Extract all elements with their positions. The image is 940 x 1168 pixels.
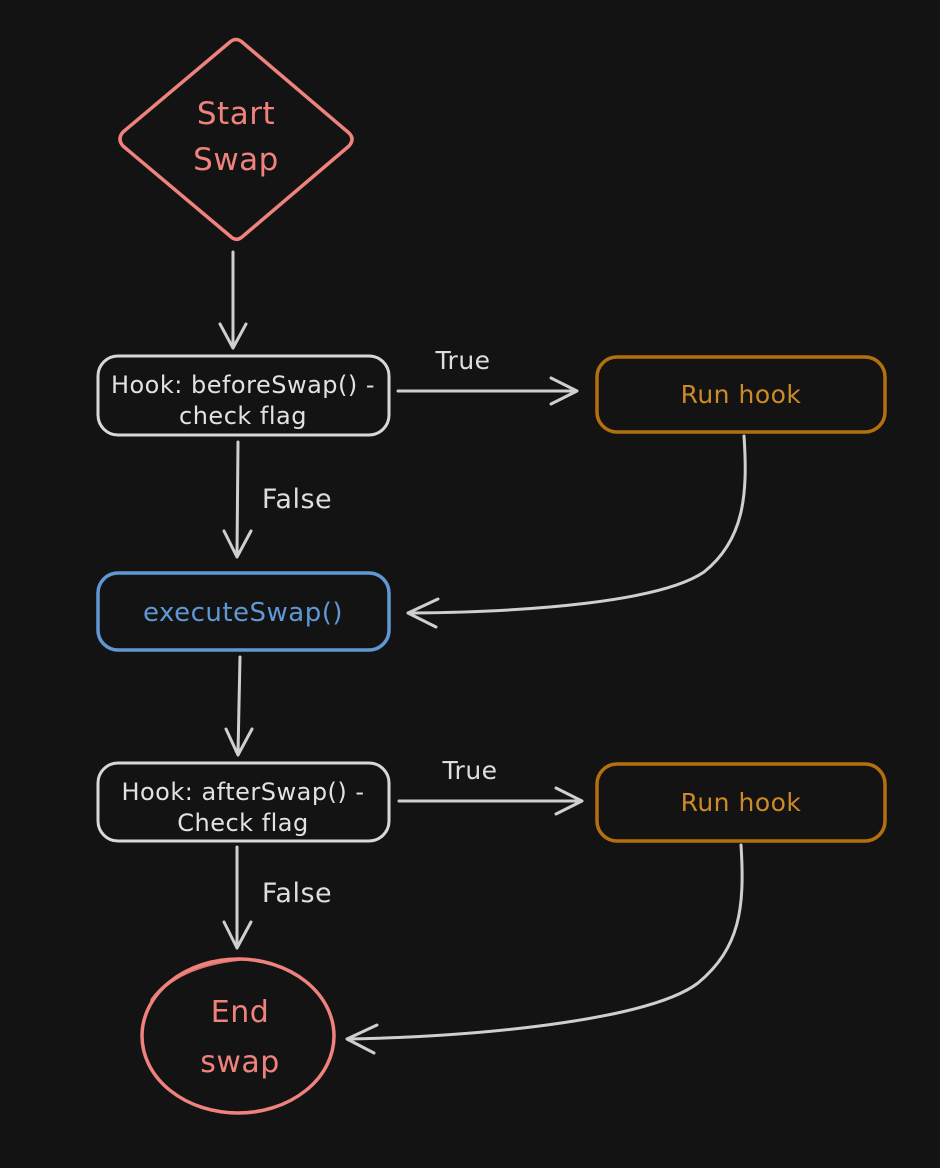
arrow-runhook1-to-execute[interactable] — [406, 434, 747, 629]
node-before-swap-hook[interactable]: Hook: beforeSwap() - check flag — [96, 354, 391, 437]
arrow-afterhook-to-runhook2[interactable] — [397, 786, 584, 816]
start-swap-diamond-shape[interactable] — [118, 37, 354, 241]
arrow-execute-to-afterhook[interactable] — [224, 655, 254, 757]
arrow-afterhook-to-end[interactable] — [222, 845, 253, 950]
arrow-runhook2-to-end[interactable] — [345, 843, 744, 1055]
run-hook-1-shape[interactable] — [595, 355, 887, 434]
execute-swap-label: executeSwap() — [143, 598, 343, 628]
after-swap-hook-label-line2: Check flag — [177, 809, 309, 837]
run-hook-1-label: Run hook — [681, 380, 802, 409]
edge-label-true-1: True — [434, 346, 490, 375]
arrow-beforehook-to-runhook1[interactable] — [396, 376, 579, 406]
execute-swap-shape[interactable] — [96, 571, 391, 652]
node-after-swap-hook[interactable]: Hook: afterSwap() - Check flag — [96, 761, 391, 843]
node-run-hook-2[interactable]: Run hook — [595, 762, 887, 843]
before-swap-hook-label-line1: Hook: beforeSwap() - — [111, 371, 375, 399]
node-run-hook-1[interactable]: Run hook — [595, 355, 887, 434]
arrow-beforehook-to-execute[interactable] — [222, 440, 253, 559]
after-swap-hook-label-line1: Hook: afterSwap() - — [121, 778, 364, 806]
end-swap-label-line2: swap — [200, 1045, 280, 1080]
start-swap-label-line1: Start — [197, 96, 275, 132]
node-end-swap[interactable]: End swap — [140, 957, 336, 1115]
end-swap-sketch-overstroke — [150, 957, 242, 1002]
edge-label-false-2: False — [262, 878, 332, 909]
edge-label-false-1: False — [262, 484, 332, 515]
before-swap-hook-label-line2: check flag — [179, 402, 307, 430]
run-hook-2-label: Run hook — [681, 788, 802, 817]
node-start-swap[interactable]: Start Swap — [118, 37, 354, 241]
after-swap-hook-shape[interactable] — [96, 761, 391, 843]
start-swap-label-line2: Swap — [193, 142, 279, 178]
edge-label-true-2: True — [441, 756, 497, 785]
run-hook-2-shape[interactable] — [595, 762, 887, 843]
before-swap-hook-shape[interactable] — [96, 354, 391, 437]
end-swap-label-line1: End — [211, 995, 270, 1030]
arrow-start-to-beforehook[interactable] — [218, 250, 248, 350]
node-execute-swap[interactable]: executeSwap() — [96, 571, 391, 652]
